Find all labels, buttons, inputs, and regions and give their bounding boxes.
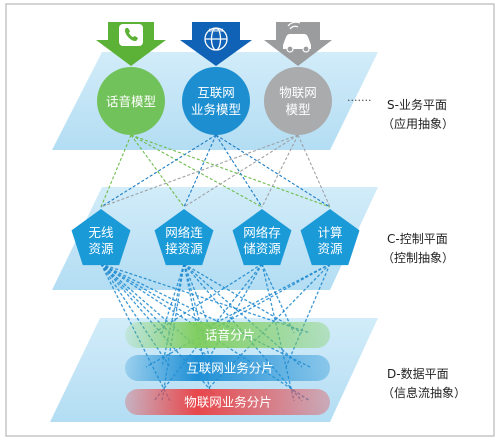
service-iot-model: 物联网 模型 xyxy=(264,67,332,135)
resource-label: 网络存 xyxy=(243,225,281,240)
c-plane xyxy=(52,187,378,290)
more-ellipsis: ······· xyxy=(347,94,371,107)
slice-label-voice: 话音分片 xyxy=(205,328,255,343)
d-plane-label: D-数据平面 xyxy=(387,367,449,381)
arrow-internet: www xyxy=(180,22,252,66)
resource-label: 网络连 xyxy=(165,225,203,240)
resource-slice-link xyxy=(161,263,185,334)
s-plane-sublabel: （应用抽象） xyxy=(382,117,455,131)
service-resource-link xyxy=(215,134,331,208)
resource-slice-link xyxy=(100,263,221,334)
service-resource-link xyxy=(297,134,331,208)
slice-green: 话音分片 xyxy=(125,322,330,348)
service-resource-link xyxy=(215,134,263,208)
service-voice-model: 话音模型 xyxy=(97,67,165,135)
resource-slice-link xyxy=(261,263,295,334)
slice-blue: 互联网业务分片 xyxy=(125,355,330,381)
resource-label: 无线 xyxy=(88,225,114,240)
resource-slice-link xyxy=(153,263,263,334)
service-resource-link xyxy=(130,134,331,208)
resource-slice-link xyxy=(183,263,213,334)
c-plane-label: C-控制平面 xyxy=(387,232,448,246)
resource-slice-link xyxy=(183,263,213,368)
slice-red: 物联网业务分片 xyxy=(125,389,330,415)
service-label: 业务模型 xyxy=(191,102,241,117)
resource-label: 储资源 xyxy=(243,241,281,256)
resource-label: 接资源 xyxy=(165,241,203,256)
service-label: 话音模型 xyxy=(106,94,156,109)
resource-slice-link xyxy=(183,263,303,368)
resource-slice-link xyxy=(100,263,311,334)
car-icon xyxy=(283,21,311,53)
resource-slice-link xyxy=(100,263,221,368)
arrow-iot xyxy=(264,21,332,66)
service-internet-model: 互联网 业务模型 xyxy=(182,67,250,135)
slice-label-iot: 物联网业务分片 xyxy=(184,395,272,410)
service-resource-link xyxy=(261,134,299,208)
service-label: 模型 xyxy=(285,102,310,117)
service-resource-link xyxy=(183,134,299,208)
resource-slice-link xyxy=(100,263,311,402)
service-resource-link xyxy=(100,134,217,208)
service-label: 物联网 xyxy=(279,85,317,100)
phone-icon xyxy=(119,24,143,46)
resource-slice-link xyxy=(100,263,171,368)
slice-label-internet: 互联网业务分片 xyxy=(186,361,274,376)
c-plane-sublabel: （控制抽象） xyxy=(382,251,455,265)
service-to-resource-links xyxy=(100,134,331,208)
resource-slice-link xyxy=(285,263,331,368)
resource-slice-link xyxy=(145,263,331,368)
resource-label: 资源 xyxy=(317,241,343,256)
resource-slice-link xyxy=(183,263,303,334)
svg-text:www: www xyxy=(209,27,224,34)
www-globe-icon: www xyxy=(204,27,228,51)
resource-slice-link xyxy=(100,263,171,334)
service-label: 互联网 xyxy=(197,85,235,100)
arrow-voice xyxy=(96,22,166,66)
d-plane-sublabel: （信息流抽象） xyxy=(382,386,467,400)
s-plane-label: S-业务平面 xyxy=(387,98,447,112)
resource-label: 计算 xyxy=(317,225,342,240)
resource-label: 资源 xyxy=(88,241,114,256)
service-resource-link xyxy=(100,134,132,208)
resource-slice-link xyxy=(161,263,185,368)
resource-slice-link xyxy=(195,263,331,334)
service-resource-link xyxy=(183,134,217,208)
